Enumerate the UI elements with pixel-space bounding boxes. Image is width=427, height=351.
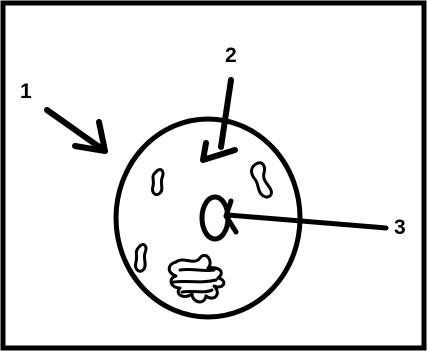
pointer-2-arrow — [200, 77, 238, 163]
label-3: 3 — [394, 216, 406, 239]
label-1: 1 — [20, 80, 32, 103]
organelle-squiggle-mass — [167, 253, 226, 304]
organelle-left-lower — [134, 243, 148, 273]
label-2: 2 — [225, 44, 237, 67]
organelle-right — [250, 161, 273, 199]
pointer-3-line — [223, 198, 389, 235]
pointer-1-arrow — [44, 107, 108, 154]
organelle-left-upper — [151, 168, 165, 197]
cell-membrane — [113, 116, 303, 320]
